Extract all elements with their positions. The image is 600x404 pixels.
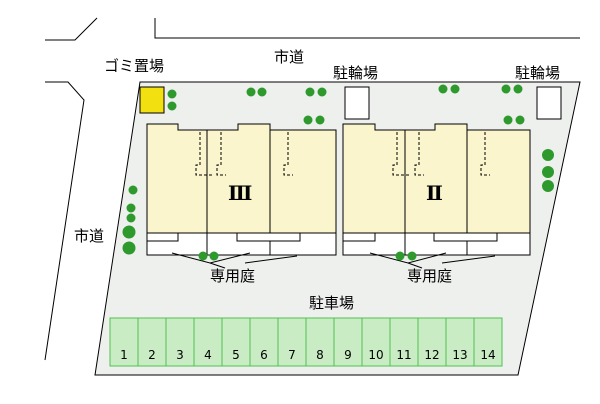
road-edge-top: [154, 18, 580, 39]
trees: [122, 84, 554, 261]
parking-space-number: 8: [316, 348, 324, 362]
parking-space: [221, 317, 251, 367]
parking-space: [389, 317, 419, 367]
parking-lot-label: 駐車場: [309, 294, 355, 312]
parking-space-number: 6: [260, 348, 268, 362]
private-garden-1-label: 専用庭: [210, 267, 256, 285]
parking-space: [109, 317, 139, 367]
parking-space: [473, 317, 503, 367]
parking-space-number: 3: [176, 348, 184, 362]
private-garden-2-label: 専用庭: [407, 267, 453, 285]
bicycle-parking-1-label: 駐輪場: [333, 64, 379, 82]
road-edge-top-left: [45, 17, 98, 41]
parking-space: [361, 317, 391, 367]
bicycle-parking-1-area: [344, 86, 370, 120]
parking-space-number: 11: [396, 348, 412, 362]
parking-space: [305, 317, 335, 367]
building-2-shape: [342, 123, 531, 256]
parking-space-number: 10: [368, 348, 384, 362]
parking-lot-area: [109, 317, 503, 367]
private-garden-1-leader: [171, 252, 298, 269]
parking-space-number: 14: [480, 348, 496, 362]
parking-space-number: 12: [424, 348, 440, 362]
parking-space-number: 9: [344, 348, 352, 362]
parking-space: [445, 317, 475, 367]
private-garden-2-leader: [369, 252, 496, 269]
parking-space: [137, 317, 167, 367]
road-label-top: 市道: [274, 48, 305, 66]
road-label-left: 市道: [74, 227, 105, 245]
bicycle-parking-2-label: 駐輪場: [515, 64, 561, 82]
parking-space-number: 1: [120, 348, 128, 362]
parking-space-number: 2: [148, 348, 156, 362]
parking-space-number: 13: [452, 348, 468, 362]
parking-space-number: 5: [232, 348, 240, 362]
building-3-shape: [146, 123, 337, 256]
parking-space: [333, 317, 363, 367]
garbage-area: [139, 86, 165, 114]
building-3-label: Ⅲ: [228, 181, 253, 205]
garbage-label: ゴミ置場: [104, 57, 165, 75]
bicycle-parking-2-area: [536, 86, 562, 120]
building-2-label: Ⅱ: [426, 181, 443, 205]
road-edge-left: [44, 81, 85, 361]
parking-space: [193, 317, 223, 367]
parking-space-number: 7: [288, 348, 296, 362]
parking-space-number: 4: [204, 348, 212, 362]
